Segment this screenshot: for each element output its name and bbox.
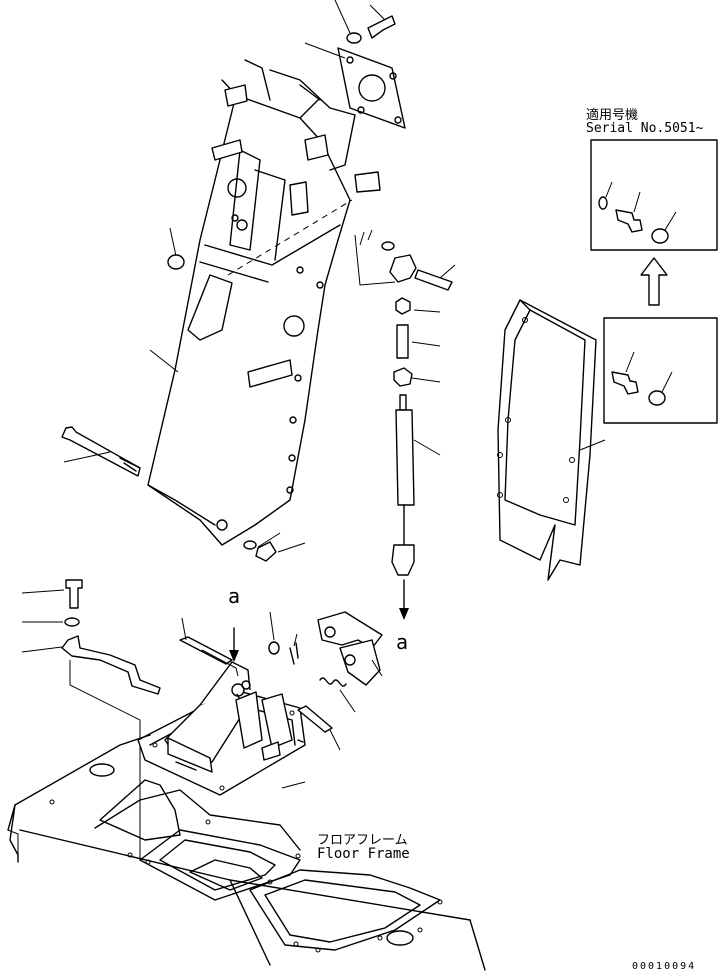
- mounting-plate-top: [304, 0, 406, 129]
- pedal-small-parts: [179, 611, 383, 751]
- tower-base-fasteners: [243, 532, 306, 562]
- steering-column-tower: [147, 59, 381, 546]
- side-cover-panel: [497, 299, 606, 581]
- floor-frame-label-en: Floor Frame: [317, 846, 410, 862]
- floor-frame: [7, 734, 486, 971]
- pedal-base-assembly: [137, 661, 306, 796]
- serial-inset-new: [590, 139, 718, 251]
- dashed-guide-line: [227, 199, 353, 276]
- gas-spring-assembly: [354, 229, 456, 620]
- serial-label-en: Serial No.5051~: [586, 121, 704, 136]
- reference-mark-a-right: a: [396, 630, 409, 654]
- arrow-up: [640, 257, 668, 306]
- leader-lines: [149, 227, 185, 373]
- reference-mark-a-top: a: [228, 584, 241, 608]
- floor-frame-label-jp: フロアフレーム: [317, 833, 408, 848]
- long-bolt: [61, 426, 141, 477]
- serial-label-jp: 適用号機: [586, 108, 639, 123]
- serial-inset-old: [603, 317, 718, 424]
- document-number: 00010094: [632, 961, 697, 972]
- left-fasteners: [21, 579, 161, 860]
